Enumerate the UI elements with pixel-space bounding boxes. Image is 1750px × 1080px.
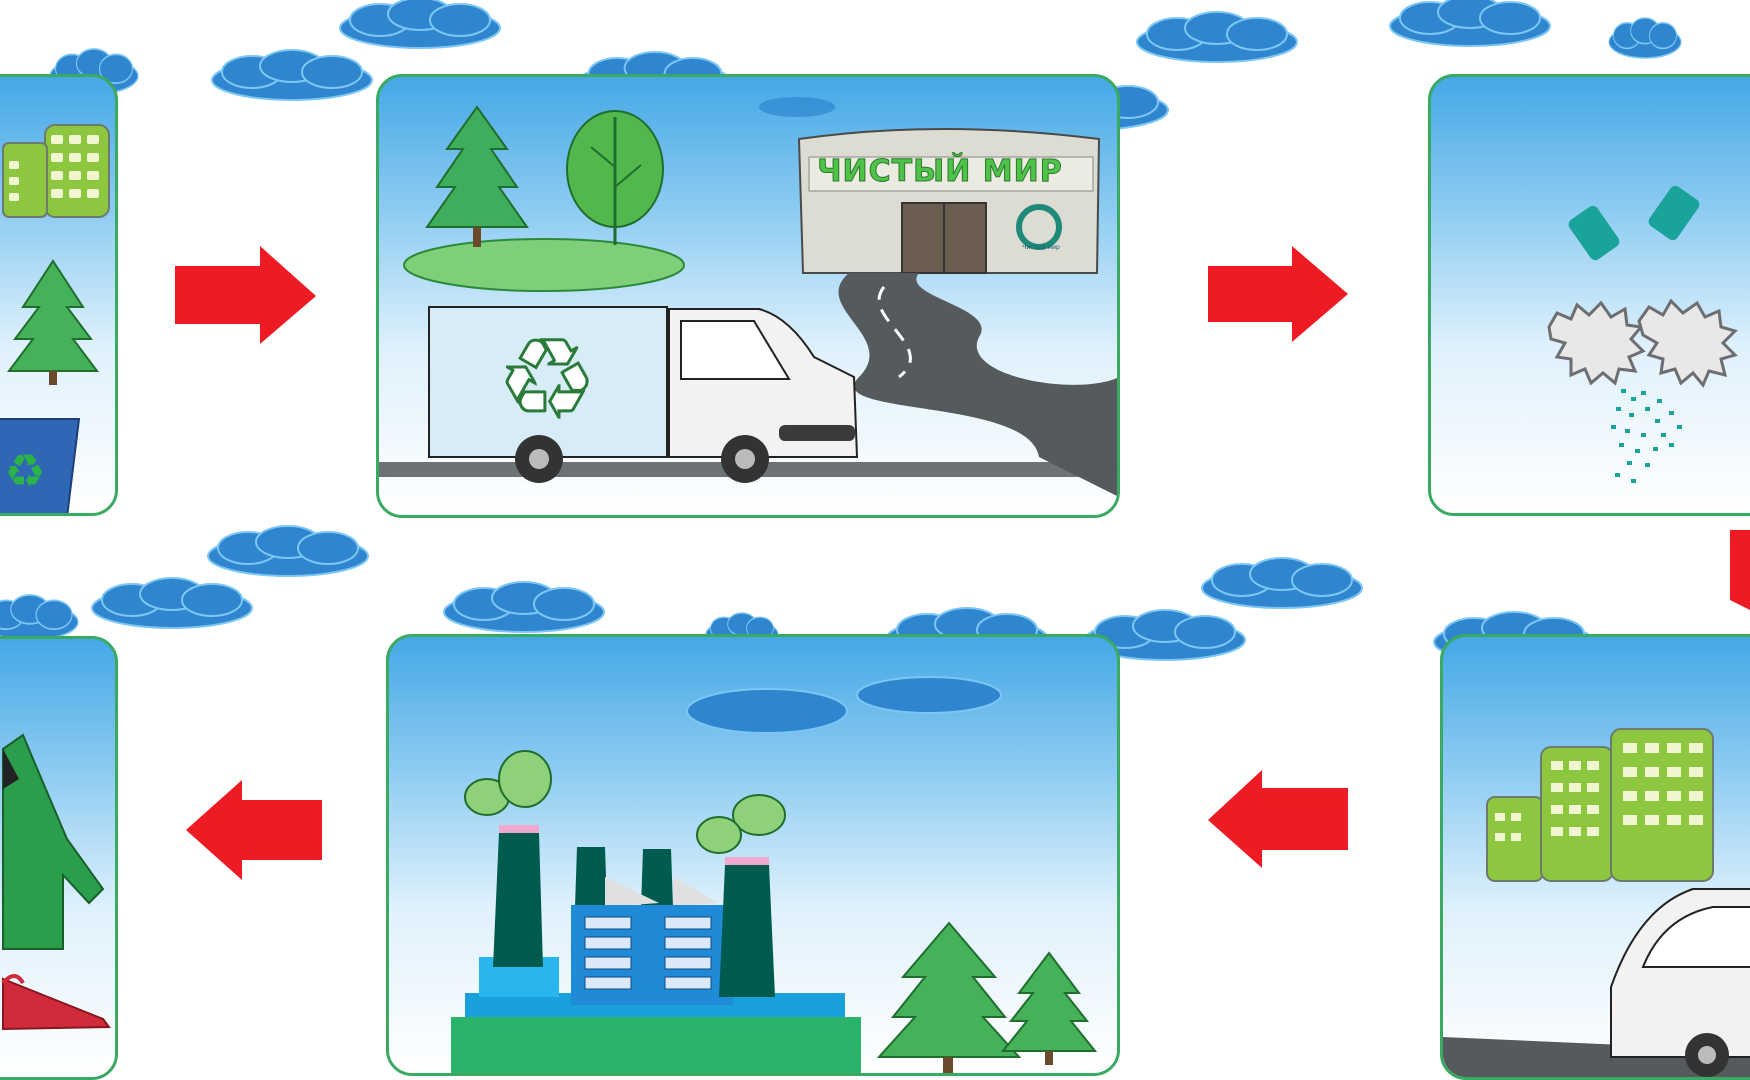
- cloud-icon: [686, 688, 848, 734]
- step-panel-sorting: ♻: [0, 74, 118, 516]
- svg-text:♻: ♻: [4, 444, 45, 498]
- fir-tree-icon: [876, 921, 1098, 1073]
- step-panel-collection: ♻: [376, 74, 1120, 518]
- fir-tree-icon: [425, 105, 529, 247]
- step-panel-transport: [1440, 634, 1750, 1080]
- leaf-icon: [464, 750, 786, 854]
- step-panel-clothing: [0, 636, 118, 1080]
- truck-icon: ♻: [428, 306, 859, 483]
- cloud-icon: [0, 594, 79, 641]
- cloud-icon: [1389, 0, 1551, 47]
- car-icon: [1610, 888, 1750, 1077]
- bottle-icon: [1568, 185, 1700, 261]
- step-panel-shredding: [1428, 74, 1750, 516]
- cloud-icon: [856, 676, 1002, 714]
- shop-sign: ЧИСТЫЙ МИР: [817, 154, 1063, 190]
- hanger-icon: [1, 974, 111, 1031]
- cloud-icon: [1608, 17, 1682, 59]
- factory-icon: [451, 825, 861, 1073]
- shredder-icon: [1547, 298, 1738, 388]
- step-panel-factory: [386, 634, 1120, 1076]
- road-icon: [838, 273, 1117, 496]
- cloud-icon: [339, 0, 501, 49]
- leaf-tree-icon: [566, 110, 664, 245]
- building-icon: [1486, 728, 1714, 882]
- cloud-icon: [1201, 557, 1363, 609]
- jacket-icon: [2, 733, 105, 950]
- recycle-icon: ♻: [498, 315, 597, 443]
- cloud-icon: [759, 97, 835, 117]
- granules-icon: [1611, 389, 1682, 483]
- recycle-bin-icon: ♻: [0, 418, 81, 513]
- shop-icon: [797, 128, 1101, 274]
- cloud-icon: [211, 49, 373, 101]
- cloud-icon: [207, 525, 369, 577]
- building-icon: [2, 124, 110, 218]
- cloud-icon: [91, 577, 253, 629]
- shop-logo-text: Чистый мир: [1022, 244, 1060, 251]
- cloud-icon: [1136, 11, 1298, 63]
- grass-island: [403, 238, 685, 292]
- fir-tree-icon: [7, 259, 99, 385]
- cloud-icon: [443, 581, 605, 633]
